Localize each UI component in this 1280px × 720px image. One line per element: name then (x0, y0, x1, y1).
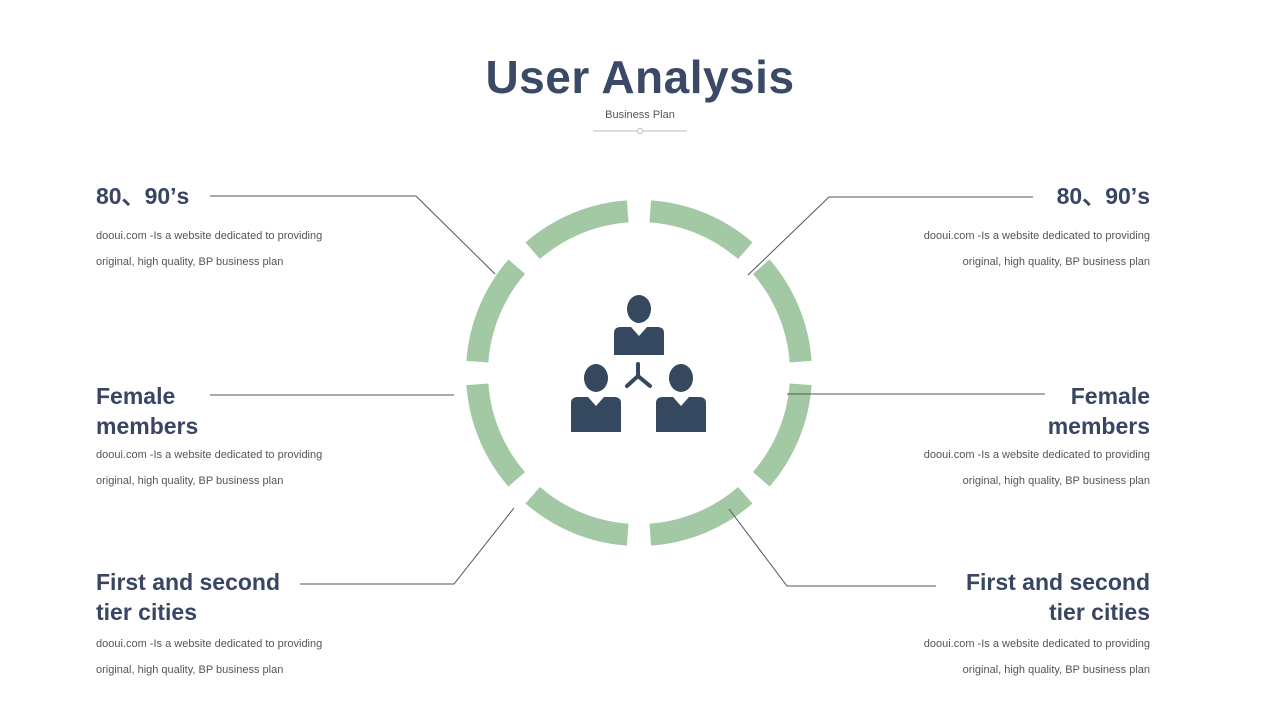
ring-segment (649, 200, 753, 260)
connector-lines (210, 195, 1045, 587)
user-group-icon (571, 295, 706, 432)
item-description: dooui.com -Is a website dedicated to pro… (96, 631, 356, 683)
ring-segment (752, 383, 812, 487)
description-line: dooui.com -Is a website dedicated to pro… (923, 449, 1150, 461)
item-right-top: 80、90’s dooui.com -Is a website dedicate… (890, 181, 1150, 275)
connector-right-top (747, 196, 1033, 276)
description-line: original, high quality, BP business plan (962, 256, 1150, 268)
ring-segments (466, 200, 812, 546)
ring-segment (466, 259, 526, 363)
item-left-bottom: First and second tier cities dooui.com -… (96, 567, 356, 683)
item-description: dooui.com -Is a website dedicated to pro… (890, 631, 1150, 683)
item-heading: 80、90’s (1056, 183, 1150, 209)
description-line: dooui.com -Is a website dedicated to pro… (96, 230, 323, 242)
item-left-top: 80、90’s dooui.com -Is a website dedicate… (96, 181, 356, 275)
description-line: original, high quality, BP business plan (96, 475, 284, 487)
connector-left-top (210, 195, 496, 275)
item-right-middle: Female members dooui.com -Is a website d… (890, 381, 1150, 494)
ring-segment (525, 200, 629, 260)
item-description: dooui.com -Is a website dedicated to pro… (96, 223, 356, 275)
description-line: dooui.com -Is a website dedicated to pro… (96, 449, 323, 461)
item-left-middle: Female members dooui.com -Is a website d… (96, 381, 356, 494)
ring-segment (466, 383, 526, 487)
description-line: original, high quality, BP business plan (962, 664, 1150, 676)
item-heading: 80、90’s (96, 183, 190, 209)
ring-segment (649, 486, 753, 546)
item-heading: First and second tier cities (96, 569, 281, 625)
description-line: original, high quality, BP business plan (962, 475, 1150, 487)
page-title: User Analysis (485, 51, 795, 103)
ring-segment (752, 259, 812, 363)
item-description: dooui.com -Is a website dedicated to pro… (890, 223, 1150, 275)
description-line: dooui.com -Is a website dedicated to pro… (923, 638, 1150, 650)
item-heading: First and second tier cities (965, 569, 1150, 625)
item-description: dooui.com -Is a website dedicated to pro… (96, 442, 356, 494)
item-heading: Female members (1047, 383, 1150, 439)
item-right-bottom: First and second tier cities dooui.com -… (890, 567, 1150, 683)
description-line: dooui.com -Is a website dedicated to pro… (96, 638, 323, 650)
description-line: original, high quality, BP business plan (96, 664, 284, 676)
description-line: original, high quality, BP business plan (96, 256, 284, 268)
connector-left-bottom (300, 507, 515, 585)
page-subtitle: Business Plan (605, 109, 675, 121)
item-description: dooui.com -Is a website dedicated to pro… (890, 442, 1150, 494)
item-heading: Female members (96, 383, 199, 439)
ring-segment (525, 486, 629, 546)
description-line: dooui.com -Is a website dedicated to pro… (923, 230, 1150, 242)
connector-right-bottom (728, 508, 936, 587)
title-divider (593, 128, 687, 134)
